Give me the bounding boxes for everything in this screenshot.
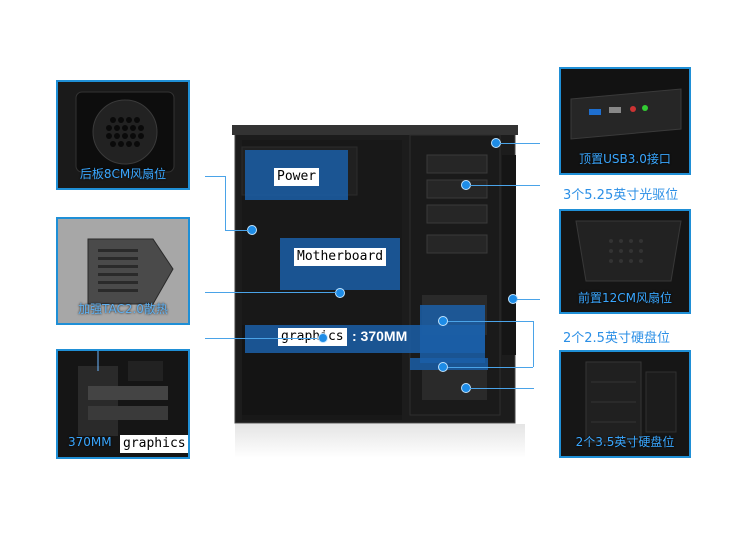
line-525	[470, 185, 540, 186]
hdd25-dot-b	[438, 362, 448, 372]
side-panel: 加强TAC2.0散热	[56, 217, 190, 325]
rear-fan-image	[58, 82, 188, 188]
line-usb	[500, 143, 540, 144]
mb-dot	[335, 288, 345, 298]
hdd35-caption: 2个3.5英寸硬盘位	[575, 435, 675, 449]
hdd-zone	[420, 305, 485, 363]
hdd35-panel: 2个3.5英寸硬盘位	[559, 350, 691, 458]
bay25-label: 2个2.5英寸硬盘位	[563, 331, 670, 346]
gpu-length-value: 370MM	[68, 435, 112, 449]
front-fan-image	[561, 211, 689, 312]
vline-25	[533, 321, 534, 367]
power-tag: Power	[274, 168, 320, 186]
line-front-fan	[517, 299, 540, 300]
rear-fan-panel: 后板8CM风扇位	[56, 80, 190, 190]
graphics-length-label: : 370MM	[352, 328, 408, 344]
front-fan-caption: 前置12CM风扇位	[577, 291, 672, 305]
line-rear-fan	[205, 176, 225, 177]
line-rear-fan-2	[225, 230, 249, 231]
line-side	[205, 292, 337, 293]
gpu-length-caption: 370MM	[58, 435, 188, 449]
side-vent-image	[58, 219, 188, 323]
vline-rear-fan	[225, 176, 226, 230]
hdd-bay-image	[561, 352, 689, 456]
line-35	[470, 388, 534, 389]
gpu-panel: 370MM graphics	[56, 349, 190, 459]
line-25	[448, 321, 533, 322]
bay525-label: 3个5.25英寸光驱位	[563, 188, 679, 203]
usb-caption: 顶置USB3.0接口	[579, 152, 671, 166]
usb-panel: 顶置USB3.0接口	[559, 67, 691, 175]
rear-fan-caption: 后板8CM风扇位	[79, 167, 167, 181]
side-tac-caption: 加强TAC2.0散热	[78, 302, 168, 316]
usb-ports-image	[561, 69, 689, 173]
motherboard-tag: Motherboard	[294, 248, 387, 266]
bay-zone	[410, 358, 488, 370]
graphics-tag-bottom: graphics	[120, 435, 188, 453]
line-25-b	[448, 367, 533, 368]
gpu-dot	[318, 333, 328, 343]
case-reflection	[235, 424, 525, 458]
graphics-tag: graphics	[278, 328, 347, 346]
line-gpu	[205, 338, 317, 339]
hdd25-dot-a	[438, 316, 448, 326]
front-fan-panel: 前置12CM风扇位	[559, 209, 691, 314]
